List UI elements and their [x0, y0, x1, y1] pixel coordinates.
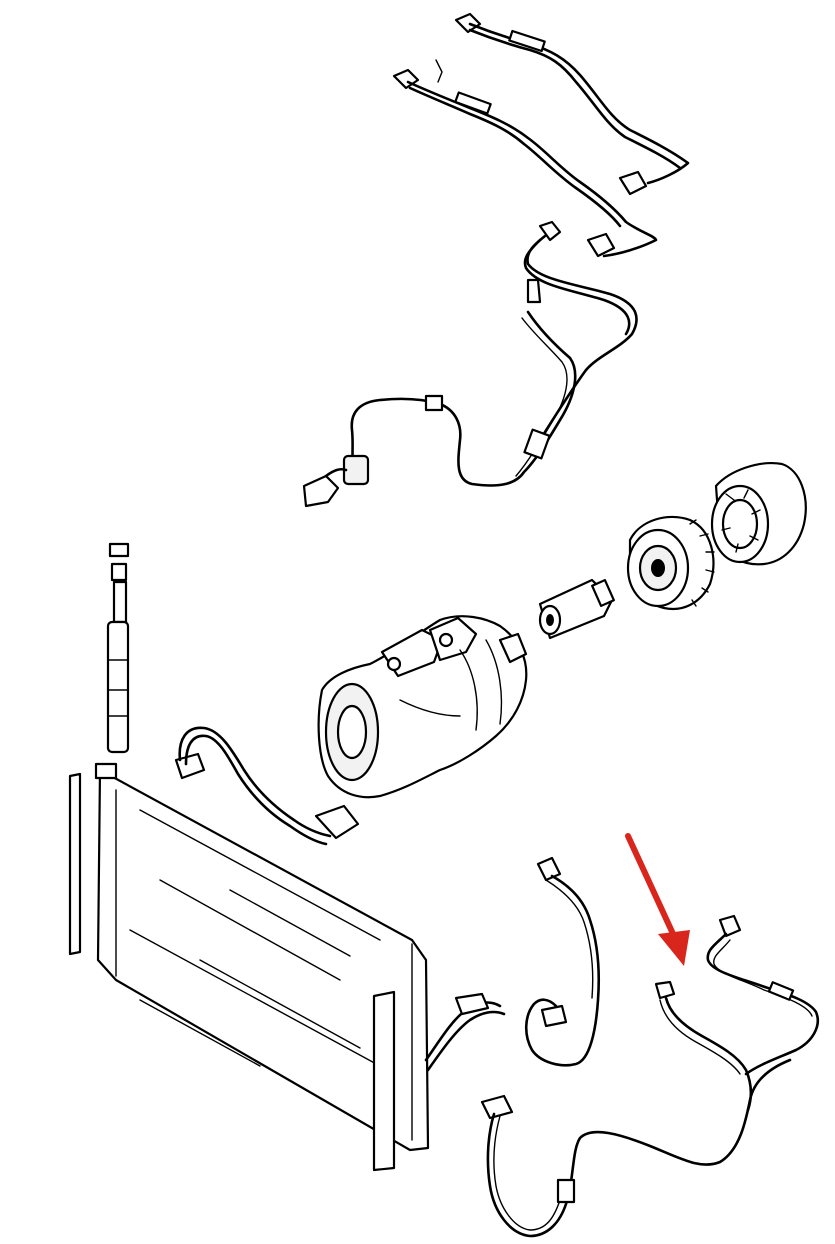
mid-hose-fitting-bottom	[540, 1004, 568, 1028]
target-line-lower-b	[659, 999, 741, 1075]
upper-sleeve-2	[454, 91, 492, 115]
compressor-body-lines	[399, 639, 503, 731]
arrow-head	[658, 930, 690, 966]
suction-sleeve	[523, 428, 551, 460]
compressor-port-2	[386, 656, 402, 672]
compressor-clutch-boss	[498, 632, 528, 664]
clutch-hub-sleeve	[538, 578, 615, 640]
sleeve-bore	[546, 614, 554, 626]
upper-fitting-1	[454, 12, 482, 34]
discharge-fitting-right	[314, 804, 360, 840]
pulley-center	[651, 559, 665, 577]
magnetic-clutch-housing	[710, 462, 807, 566]
target-sleeve	[767, 981, 795, 1001]
target-line-lower	[664, 996, 753, 1112]
lower-line-main-b	[493, 1115, 561, 1231]
target-line-upper-b	[713, 939, 813, 1017]
evaporator-suction-line	[302, 220, 638, 508]
suction-line-upper-b	[523, 238, 631, 336]
condenser-front-bracket	[372, 990, 396, 1172]
suction-fitting-top	[538, 220, 562, 242]
upper-end-fitting-1	[618, 170, 648, 196]
highlight-arrow	[625, 833, 690, 966]
suction-line-upper	[526, 234, 638, 442]
compressor-discharge-hose	[174, 726, 360, 846]
clutch-pulley	[626, 515, 715, 611]
upper-refrigerant-lines	[392, 12, 690, 258]
mid-hose-line	[524, 874, 601, 1067]
upper-line-1	[468, 22, 690, 185]
condenser-fins	[129, 809, 381, 1067]
clutch-housing-splines	[721, 489, 761, 553]
target-fitting-top	[718, 914, 742, 938]
outlet-fitting	[454, 992, 490, 1016]
suction-line-lower	[350, 310, 577, 487]
compressor-port-1	[438, 632, 454, 648]
upper-line-2	[406, 80, 658, 258]
condenser-top-cap	[94, 762, 118, 780]
lower-clamp	[556, 1178, 576, 1204]
compressor-rear-boss	[336, 704, 368, 760]
upper-line-2b	[408, 86, 622, 228]
suction-clamp	[424, 394, 444, 412]
upper-line-1b	[468, 28, 682, 170]
suction-end-fitting	[302, 474, 340, 508]
sleeve-flange	[591, 579, 615, 607]
service-port	[526, 278, 542, 304]
suction-end-line	[324, 467, 348, 478]
drier-neck	[112, 580, 128, 624]
condenser-tanks	[115, 789, 413, 1141]
discharge-hose-line	[178, 726, 332, 838]
condenser-outlet-line	[424, 856, 601, 1072]
upper-sleeve-1	[508, 29, 546, 53]
arrow-shaft	[625, 833, 677, 939]
drier-cap	[108, 542, 130, 558]
lower-fitting-left	[480, 1094, 514, 1120]
lower-line-main	[486, 1058, 792, 1238]
ac-compressor	[317, 615, 528, 799]
target-line-upper	[706, 932, 819, 1076]
clutch-housing-bore	[721, 498, 759, 550]
pulley-teeth	[689, 519, 715, 607]
upper-end-fitting-2	[586, 232, 616, 258]
receiver-drier	[106, 542, 130, 754]
mid-hose-fitting-top	[536, 856, 562, 882]
outlet-line-2	[426, 1010, 506, 1072]
upper-valve-stem	[435, 59, 443, 83]
drier-body	[106, 620, 130, 754]
discharge-fitting-left	[174, 752, 206, 780]
discharge-hose-line-b	[184, 734, 328, 846]
drier-bands	[107, 659, 129, 717]
lower-refrigerant-line	[480, 1058, 792, 1238]
condenser-side-bracket	[68, 772, 82, 956]
suction-muffler	[342, 454, 370, 486]
condenser-core	[96, 768, 430, 1152]
mid-hose-line-b	[545, 879, 594, 999]
drier-plug	[110, 562, 128, 582]
highlighted-refrigerant-line	[654, 914, 819, 1112]
condenser	[68, 762, 430, 1172]
target-fitting-lower	[654, 980, 676, 1000]
